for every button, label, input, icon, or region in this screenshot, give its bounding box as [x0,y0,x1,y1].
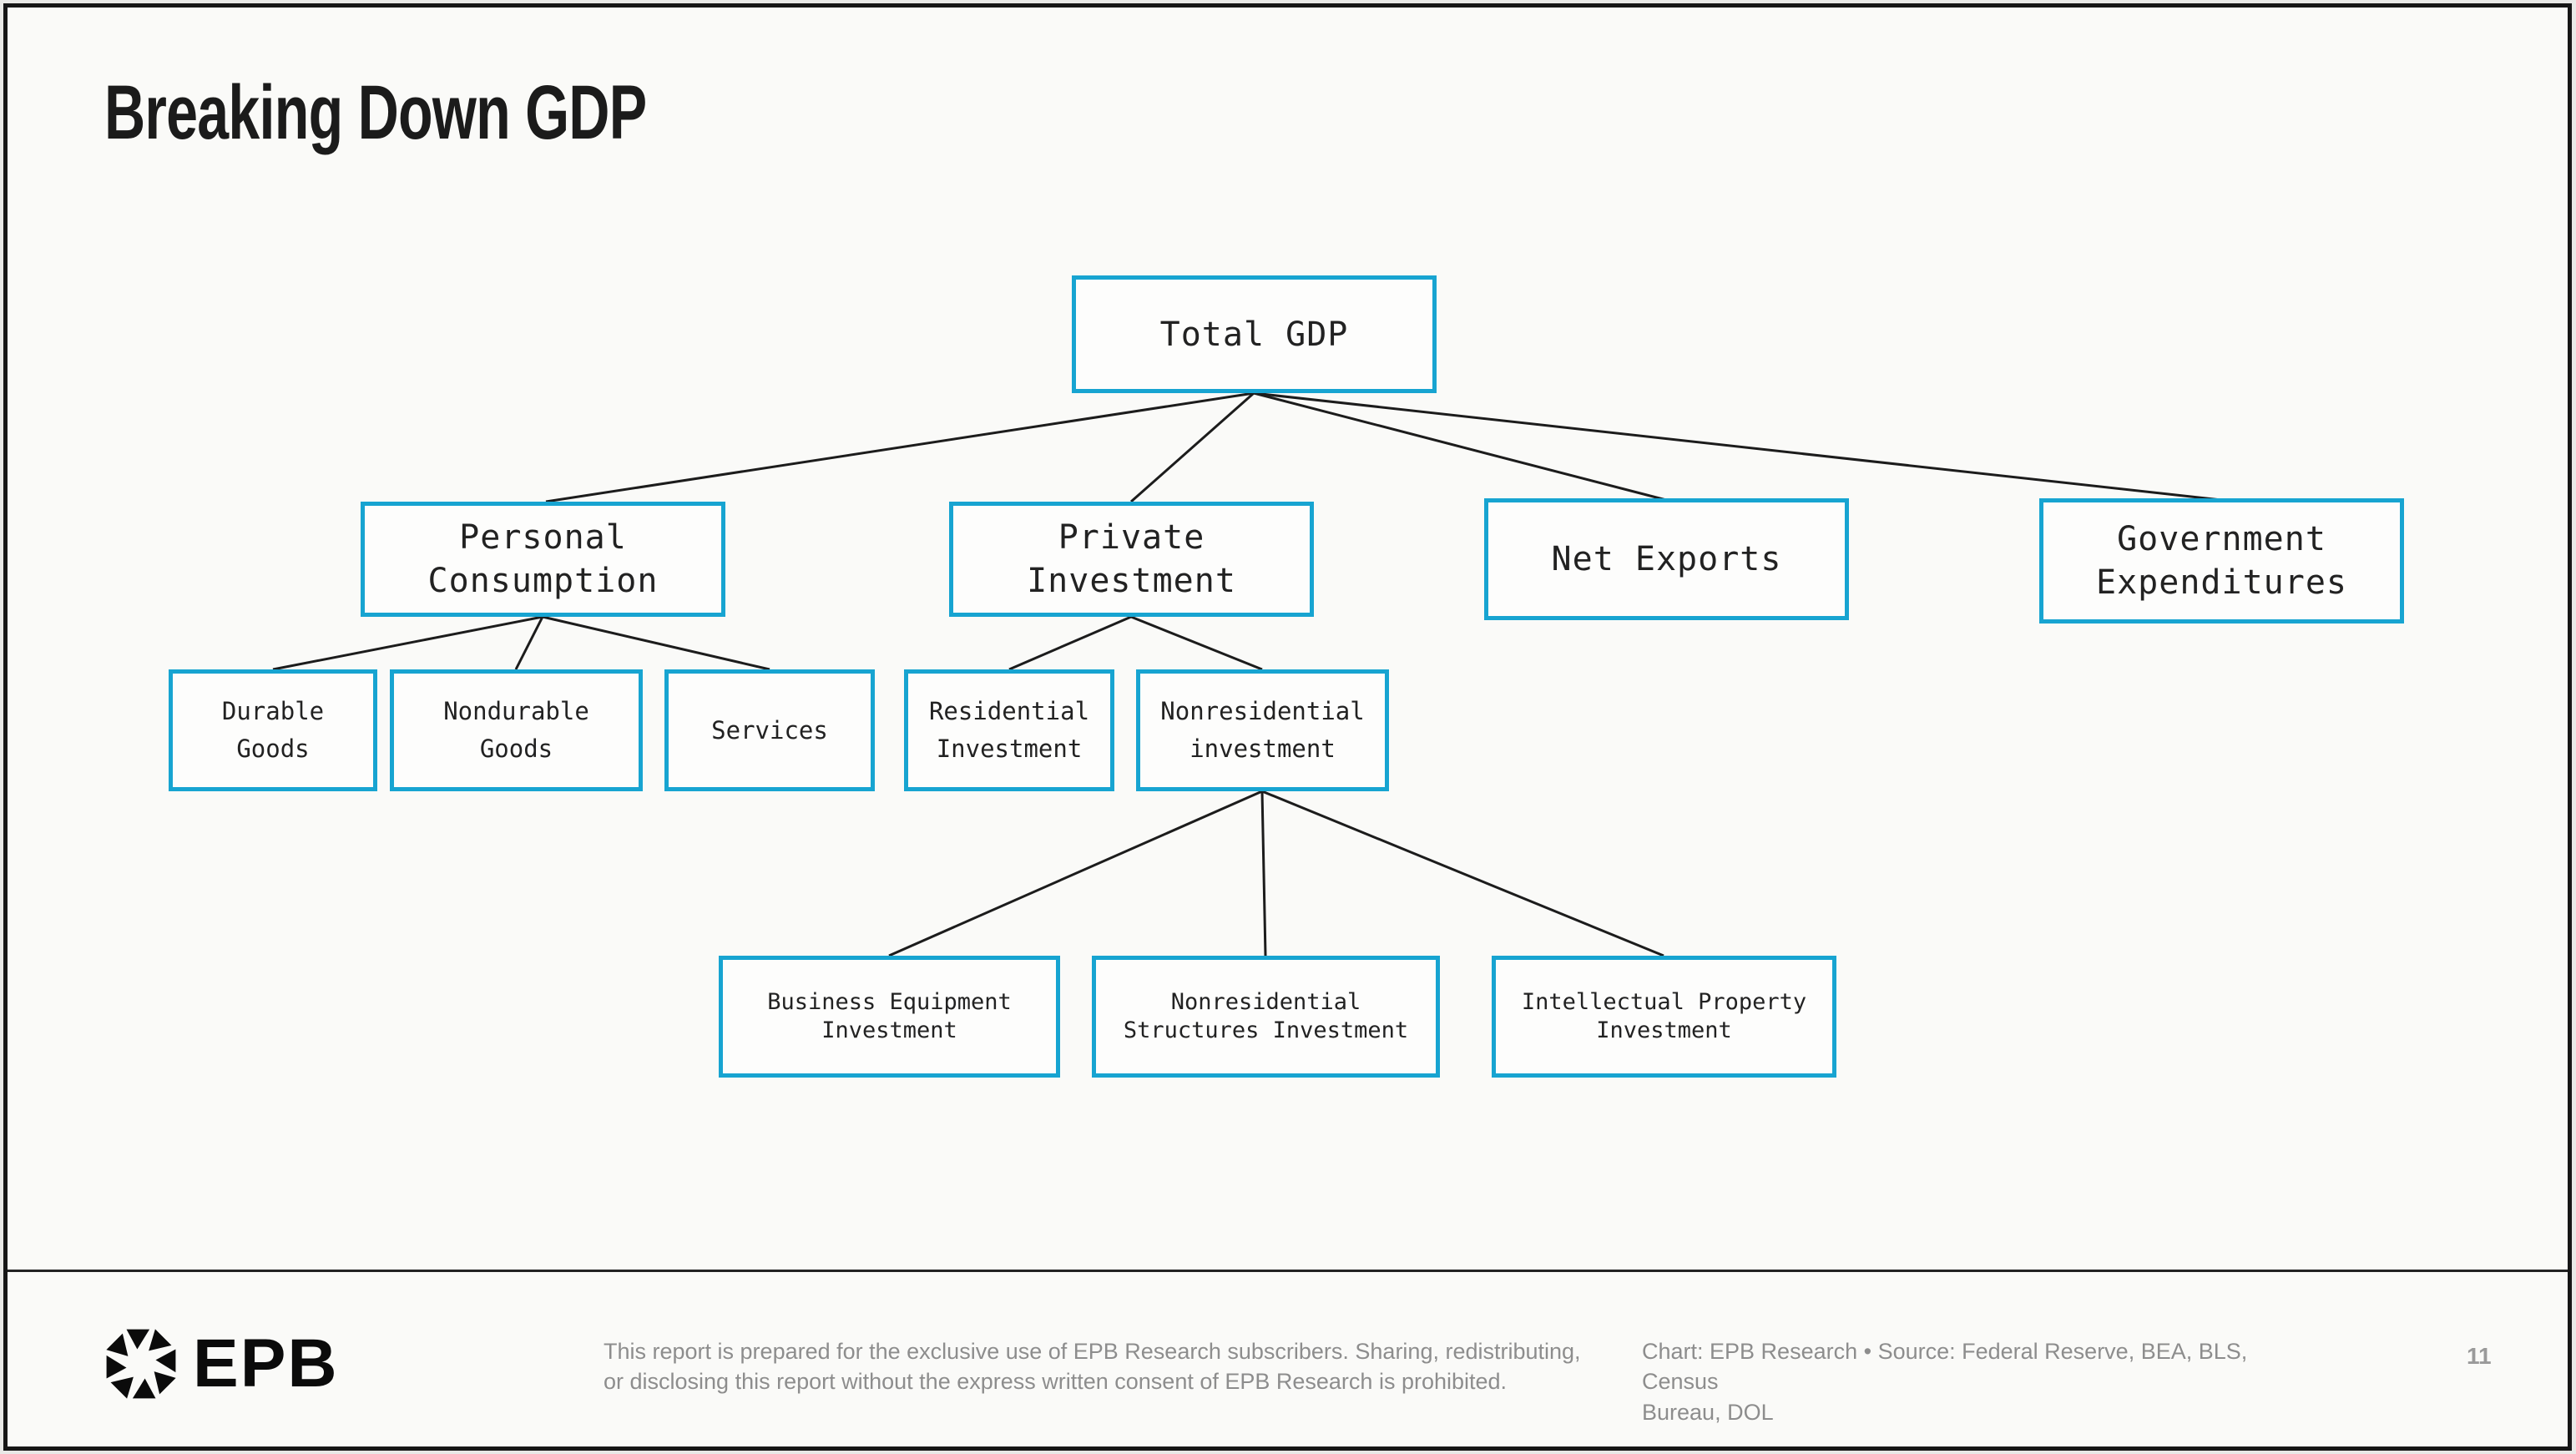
node-residential-investment: Residential Investment [904,669,1114,791]
page-title: Breaking Down GDP [104,70,647,155]
page-number: 11 [2467,1343,2492,1369]
node-nonresidential-investment: Nonresidential investment [1136,669,1389,791]
source-attribution: Chart: EPB Research • Source: Federal Re… [1642,1339,2248,1425]
footer-divider [8,1270,2568,1272]
node-private-investment: Private Investment [949,502,1314,617]
connector-lines [272,391,2222,957]
node-personal-consumption: Personal Consumption [361,502,725,617]
node-net-exports: Net Exports [1484,498,1849,620]
node-nonresidential-structures-investment: Nonresidential Structures Investment [1092,956,1440,1078]
epb-logo-text: EPB [193,1325,339,1401]
node-government-expenditures: Government Expenditures [2039,498,2404,624]
disclaimer-text: This report is prepared for the exclusiv… [604,1339,1581,1395]
node-total-gdp: Total GDP [1072,275,1437,393]
node-services: Services [664,669,875,791]
node-intellectual-property-investment: Intellectual Property Investment [1492,956,1836,1078]
node-business-equipment-investment: Business Equipment Investment [719,956,1060,1078]
node-durable-goods: Durable Goods [169,669,377,791]
epb-logo: EPB [103,1325,339,1403]
node-nondurable-goods: Nondurable Goods [390,669,643,791]
aperture-star-icon [106,1329,176,1399]
report-slide: Breaking Down GDP Total GDP Personal Con… [3,3,2572,1451]
